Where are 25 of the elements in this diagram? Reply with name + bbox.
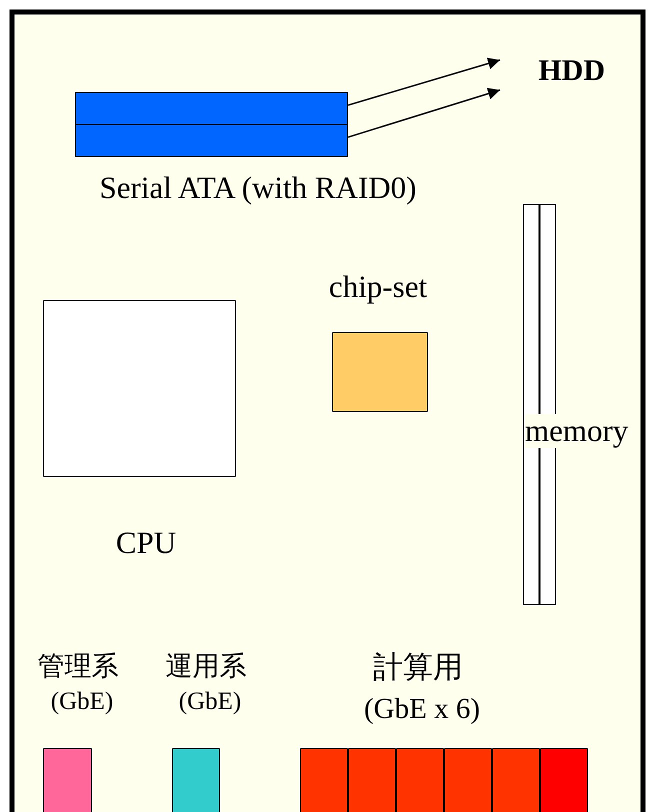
arrow xyxy=(348,88,500,138)
component-label: chip-set xyxy=(328,270,428,304)
port-group-label: 運用系 xyxy=(166,652,246,682)
chipset-chip xyxy=(332,332,428,412)
port-type-label: (GbE) xyxy=(178,688,242,716)
cpu-socket xyxy=(43,300,236,477)
port-group-label: 管理系 xyxy=(38,652,118,682)
port-type-label: (GbE x 6) xyxy=(364,694,480,726)
ethernet-port xyxy=(43,748,92,812)
component-label: CPU xyxy=(116,526,176,560)
port-group-label: 計算用 xyxy=(373,651,463,684)
component-label: memory xyxy=(525,414,628,448)
connector-label: Serial ATA (with RAID0) xyxy=(100,171,416,206)
ethernet-port xyxy=(492,748,540,812)
ethernet-port xyxy=(348,748,396,812)
ethernet-port xyxy=(444,748,492,812)
arrow xyxy=(348,58,500,106)
ethernet-port xyxy=(300,748,348,812)
sata-connector xyxy=(75,92,348,125)
hdd-label: HDD xyxy=(500,52,610,92)
port-type-label: (GbE) xyxy=(50,688,114,716)
ethernet-port xyxy=(172,748,220,812)
ethernet-port xyxy=(396,748,444,812)
sata-connector xyxy=(75,124,348,157)
ethernet-port xyxy=(540,748,588,812)
